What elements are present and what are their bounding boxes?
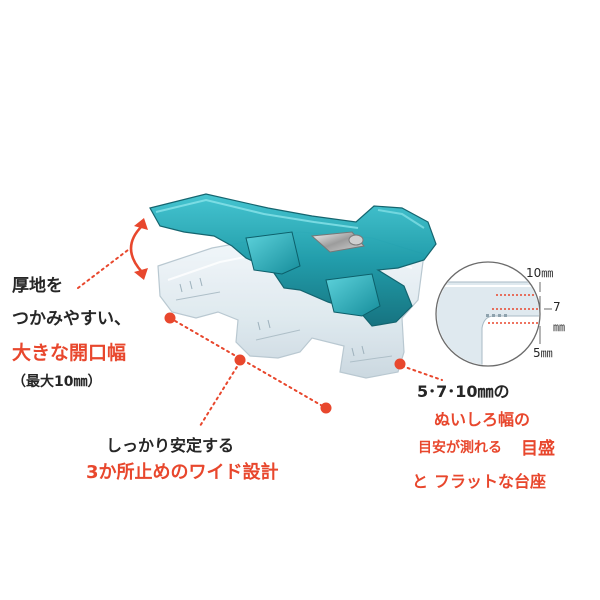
- seam-heading-line4a: と: [412, 472, 429, 491]
- stable-heading-line2: 3か所止めのワイド設計: [86, 462, 279, 483]
- seam-heading-line4b: フラットな台座: [434, 472, 547, 491]
- seam-heading-line2: ぬいしろ幅の: [434, 410, 531, 429]
- opening-heading-line2: つかみやすい、: [12, 309, 131, 329]
- opening-arrow: [129, 218, 148, 280]
- metal-spring: [310, 231, 365, 253]
- right-leader: [394, 358, 443, 381]
- seam-heading-line1: 5･7･10㎜の: [417, 382, 510, 401]
- scale-inset: [435, 261, 552, 367]
- scale-label-5mm: 5㎜: [533, 346, 553, 360]
- scale-label-7-unit: ㎜: [553, 320, 566, 334]
- teal-lever: [149, 193, 437, 327]
- scale-label-10mm: 10㎜: [526, 266, 554, 280]
- seam-heading-line3a: 目安が測れる: [418, 440, 502, 456]
- opening-heading-line1: 厚地を: [12, 276, 63, 296]
- opening-heading-line3: 大きな開口幅: [12, 342, 127, 364]
- stable-heading-line1: しっかり安定する: [106, 436, 235, 455]
- scale-label-7: 7: [553, 300, 561, 314]
- seam-heading-line3b: 目盛: [521, 439, 555, 459]
- left-leader: [77, 249, 129, 289]
- opening-max-note: （最大10㎜）: [12, 374, 102, 390]
- contact-points: [164, 312, 332, 427]
